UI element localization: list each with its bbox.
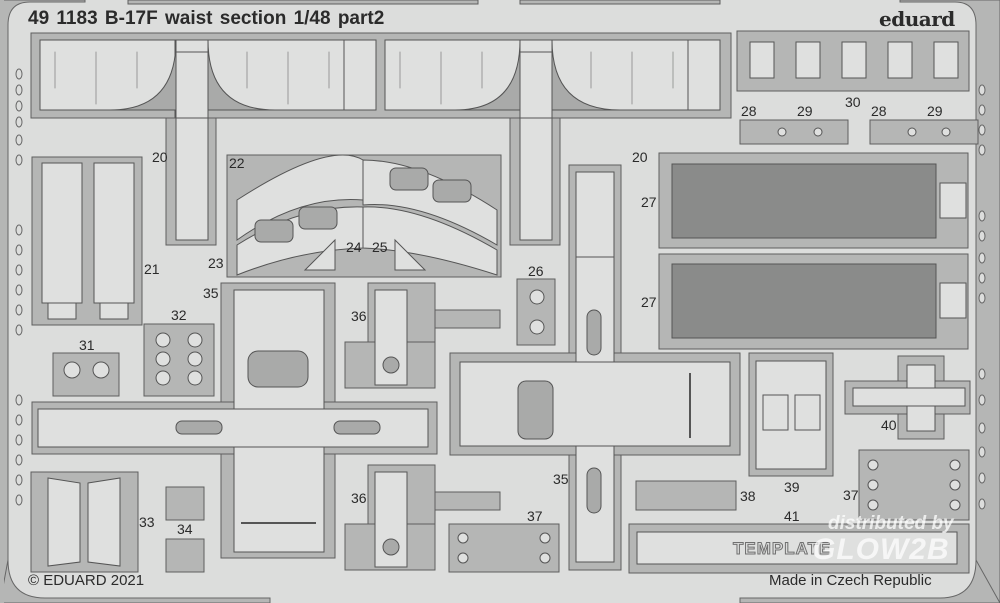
part-35-left (31, 282, 438, 559)
part-label-40: 40 (881, 417, 897, 433)
brand-logo: eduard (879, 7, 955, 31)
part-37-right (858, 449, 970, 521)
part-32 (143, 323, 215, 397)
part-27-grille-top (658, 152, 969, 249)
part-label-27: 27 (641, 294, 657, 310)
part-label-36: 36 (351, 490, 367, 506)
part-label-28: 28 (871, 103, 887, 119)
part-27-grille-bottom (658, 253, 969, 350)
part-label-36: 36 (351, 308, 367, 324)
part-37-bottom (448, 523, 560, 573)
part-label-29: 29 (797, 103, 813, 119)
part-label-37: 37 (527, 508, 543, 524)
part-39 (748, 352, 834, 477)
part-22-arch (226, 154, 502, 278)
part-label-35: 35 (553, 471, 569, 487)
part-label-39: 39 (784, 479, 800, 495)
sprue-drops-right (978, 84, 986, 510)
part-26 (516, 278, 556, 346)
part-38 (635, 480, 737, 511)
part-label-37: 37 (843, 487, 859, 503)
copyright-text: © EDUARD 2021 (28, 572, 145, 589)
part-label-29: 29 (927, 103, 943, 119)
part-35-right (449, 164, 741, 571)
parts-28-29 (739, 119, 979, 145)
part-40 (844, 355, 971, 440)
part-label-33: 33 (139, 514, 155, 530)
part-label-21: 21 (144, 261, 160, 277)
part-21 (31, 156, 143, 326)
part-label-35: 35 (203, 285, 219, 301)
part-20-panels (30, 32, 732, 246)
watermark-line2: GLOW2B (812, 533, 950, 566)
part-41-template (628, 523, 970, 574)
part-label-20: 20 (632, 149, 648, 165)
part-label-32: 32 (171, 307, 187, 323)
part-label-28: 28 (741, 103, 757, 119)
part-label-27: 27 (641, 194, 657, 210)
part-34 (165, 486, 205, 573)
part-30-clips (736, 30, 970, 92)
watermark-line1: distributed by (828, 513, 954, 534)
template-label: TEMPLATE (732, 539, 832, 559)
part-label-26: 26 (528, 263, 544, 279)
part-label-30: 30 (845, 94, 861, 110)
part-label-20: 20 (152, 149, 168, 165)
part-36-bottom (344, 464, 501, 571)
origin-text: Made in Czech Republic (769, 572, 932, 589)
sprue-drops-left (15, 68, 23, 506)
part-label-22: 22 (229, 155, 245, 171)
part-label-41: 41 (784, 508, 800, 524)
part-label-38: 38 (740, 488, 756, 504)
part-31 (52, 352, 120, 397)
part-label-31: 31 (79, 337, 95, 353)
part-label-24: 24 (346, 239, 362, 255)
part-36-top (344, 282, 501, 389)
part-label-23: 23 (208, 255, 224, 271)
part-33 (30, 471, 139, 573)
fret-title: 49 1183 B-17F waist section 1/48 part2 (28, 8, 385, 29)
part-label-34: 34 (177, 521, 193, 537)
part-label-25: 25 (372, 239, 388, 255)
